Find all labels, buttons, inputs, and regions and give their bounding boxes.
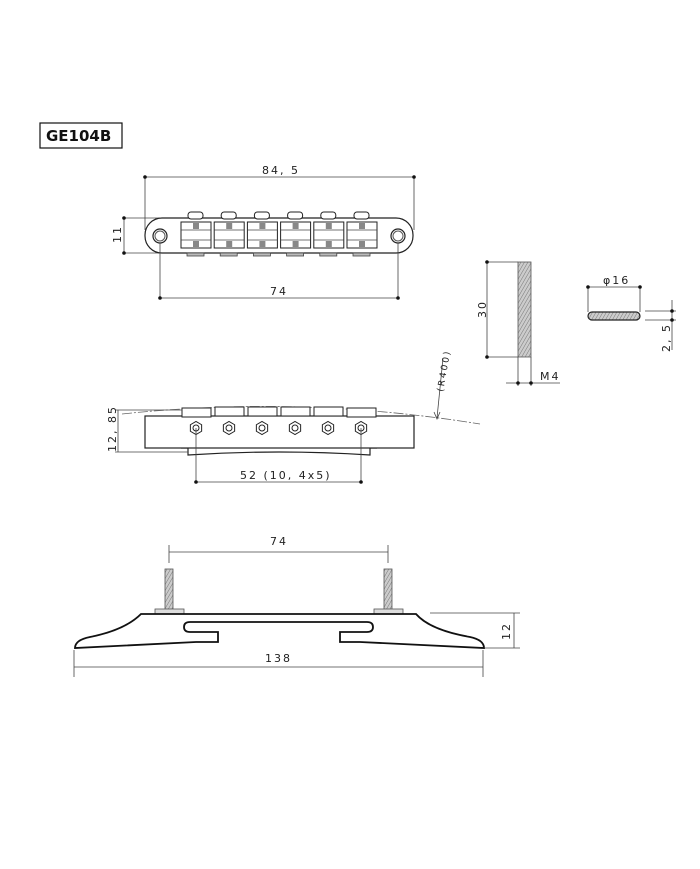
height-dimension: 11: [111, 225, 124, 243]
saddle: [213, 211, 245, 257]
side-view: (R400) 12, 85 52 (10, 4x5): [106, 349, 481, 484]
post-spacing-dimension: 74: [270, 285, 288, 298]
saddle: [280, 211, 312, 257]
saddle: [346, 211, 378, 257]
base-post-spacing-dimension: 74: [270, 535, 288, 548]
saddle-side: [280, 406, 311, 417]
nut-hole: [258, 424, 266, 432]
saddle-side: [247, 406, 278, 417]
saddle: [180, 211, 212, 257]
thread-dimension: M4: [540, 370, 561, 383]
saddle: [246, 211, 278, 257]
saddle-side: [214, 406, 245, 417]
nut-hole: [324, 424, 332, 432]
saddle-side: [181, 407, 212, 418]
base-length-dimension: 138: [265, 652, 292, 665]
base-height-dimension: 12: [500, 622, 513, 640]
model-title: GE104B: [46, 127, 111, 145]
radius-label: (R400): [436, 349, 453, 393]
string-spacing-dimension: 52 (10, 4x5): [240, 469, 332, 482]
saddle-side: [313, 406, 344, 417]
saddle-side: [346, 407, 377, 418]
model-title-box: GE104B: [39, 122, 123, 149]
base-view: 74 138 12: [73, 535, 520, 677]
post-length-dimension: 30: [476, 300, 489, 318]
saddle: [313, 211, 345, 257]
thumbwheel-detail: φ16 2, 5: [586, 274, 676, 352]
post-detail: 30 M4: [476, 260, 561, 386]
nut-hole: [291, 424, 299, 432]
top-view: 84, 5 11 74: [111, 164, 416, 300]
width-dimension: 84, 5: [262, 164, 300, 177]
side-height-dimension: 12, 85: [106, 405, 119, 452]
diameter-dimension: φ16: [603, 274, 630, 287]
nut-hole: [225, 424, 233, 432]
thickness-dimension: 2, 5: [660, 323, 673, 352]
